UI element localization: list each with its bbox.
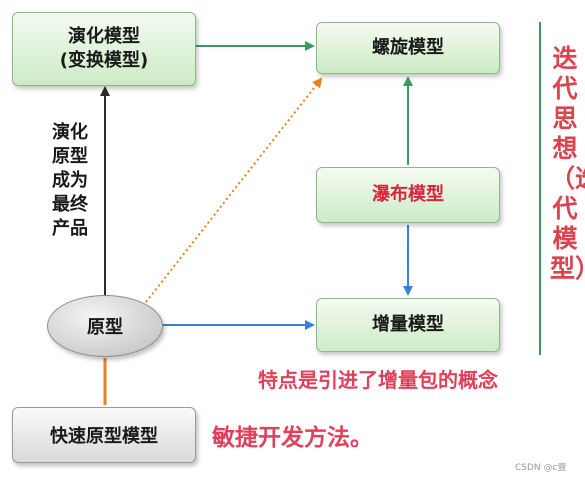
watermark: CSDN @c壹 bbox=[515, 463, 567, 473]
node-prototype: 原型 bbox=[47, 295, 163, 357]
node-spiral-model: 螺旋模型 bbox=[316, 22, 500, 74]
note-incremental-package: 特点是引进了增量包的概念 bbox=[258, 368, 498, 392]
node-waterfall-model: 瀑布模型 bbox=[316, 167, 500, 223]
side-title-iterative: 迭代思想（迭代模型） bbox=[550, 44, 585, 283]
edge-label-prototype-becomes-product: 演化 原型 成为 最终 产品 bbox=[52, 122, 88, 239]
note-agile-method: 敏捷开发方法。 bbox=[212, 425, 373, 451]
node-rapid-prototype-model: 快速原型模型 bbox=[12, 407, 196, 463]
node-evolution-model: 演化模型 (变换模型) bbox=[12, 12, 196, 86]
node-incremental-model: 增量模型 bbox=[316, 298, 500, 352]
arrow-prototype-to-spiral bbox=[145, 77, 323, 303]
